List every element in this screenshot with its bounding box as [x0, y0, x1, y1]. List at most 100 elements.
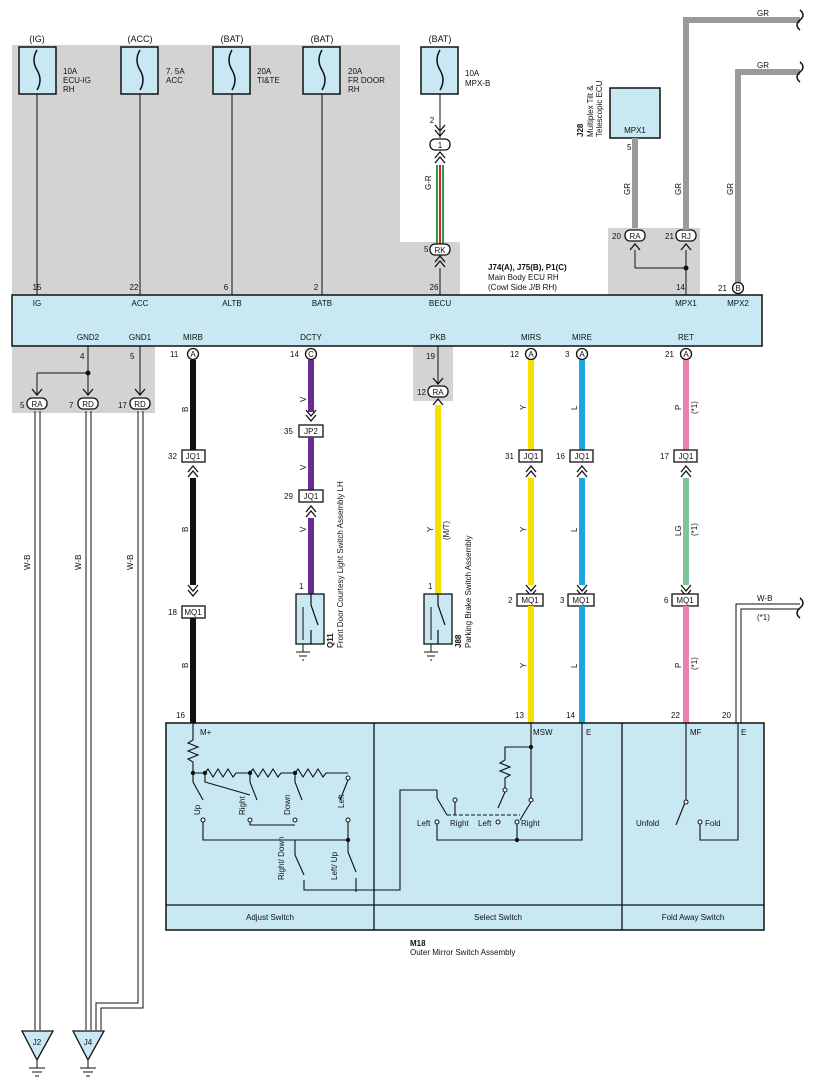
- svg-text:Q11: Q11: [326, 633, 335, 648]
- circuit-e-ground: W-B (*1) 20: [722, 594, 804, 723]
- ecu-name: Main Body ECU RH: [488, 273, 559, 282]
- svg-text:Left: Left: [478, 819, 492, 828]
- svg-text:20: 20: [612, 232, 621, 241]
- svg-text:L: L: [570, 405, 579, 410]
- svg-text:20A: 20A: [348, 67, 363, 76]
- svg-text:Y: Y: [519, 404, 528, 410]
- svg-text:Up: Up: [193, 804, 202, 815]
- ecu-terminal-gnd2: GND2: [77, 333, 100, 342]
- svg-text:26: 26: [430, 283, 439, 292]
- svg-text:29: 29: [284, 492, 293, 501]
- circuit-mirb: 11 A B 32 JQ1 B 18 MQ1 B 16: [168, 347, 206, 723]
- svg-text:2: 2: [314, 283, 319, 292]
- svg-text:RJ: RJ: [681, 232, 691, 241]
- svg-text:JQ1: JQ1: [186, 452, 201, 461]
- svg-text:15: 15: [33, 283, 42, 292]
- svg-text:Front Door Courtesy Light Swit: Front Door Courtesy Light Switch Assembl…: [336, 481, 345, 648]
- svg-text:Left: Left: [417, 819, 431, 828]
- svg-text:3: 3: [565, 350, 570, 359]
- svg-text:Right: Right: [238, 796, 247, 815]
- fuse-area-shading: [12, 45, 460, 295]
- ecu-ids: J74(A), J75(B), P1(C): [488, 263, 567, 272]
- svg-text:MF: MF: [690, 728, 702, 737]
- ecu-terminal-batb: BATB: [312, 299, 332, 308]
- svg-text:14: 14: [290, 350, 299, 359]
- svg-text:RA: RA: [432, 388, 444, 397]
- svg-text:E: E: [586, 728, 591, 737]
- svg-text:1: 1: [428, 582, 433, 591]
- svg-text:Left: Left: [337, 794, 346, 808]
- svg-text:JQ1: JQ1: [575, 452, 590, 461]
- svg-text:10A: 10A: [465, 69, 480, 78]
- svg-text:17: 17: [660, 452, 669, 461]
- ecu-terminal-pkb: PKB: [430, 333, 446, 342]
- ground-point-j2: J2: [20, 1030, 55, 1077]
- svg-text:5: 5: [424, 245, 429, 254]
- circuit-pkb: 19 12 RA Y (M/T) 1 J88 Parking Brake Swi…: [417, 346, 473, 661]
- svg-text:12: 12: [510, 350, 519, 359]
- section-adjust-switch: Adjust Switch: [246, 913, 294, 922]
- svg-text:5: 5: [627, 143, 632, 152]
- svg-text:22: 22: [671, 711, 680, 720]
- svg-text:A: A: [683, 350, 689, 359]
- svg-text:16: 16: [556, 452, 565, 461]
- m18-name: Outer Mirror Switch Assembly: [410, 948, 515, 957]
- svg-text:JQ1: JQ1: [304, 492, 319, 501]
- svg-text:17: 17: [118, 401, 127, 410]
- svg-text:16: 16: [176, 711, 185, 720]
- svg-text:35: 35: [284, 427, 293, 436]
- ecu-terminal-dcty: DCTY: [300, 333, 322, 342]
- svg-text:TI&TE: TI&TE: [257, 76, 280, 85]
- svg-text:W-B: W-B: [126, 555, 135, 570]
- svg-text:JP2: JP2: [304, 427, 318, 436]
- svg-text:ACC: ACC: [166, 76, 183, 85]
- svg-text:V: V: [299, 464, 308, 470]
- svg-text:RA: RA: [31, 400, 43, 409]
- svg-text:RK: RK: [434, 246, 446, 255]
- ecu-terminal-becu: BECU: [429, 299, 451, 308]
- svg-text:7: 7: [69, 401, 74, 410]
- svg-text:Down: Down: [283, 795, 292, 815]
- svg-text:12: 12: [417, 388, 426, 397]
- svg-text:MQ1: MQ1: [676, 596, 694, 605]
- svg-text:RD: RD: [82, 400, 94, 409]
- svg-text:B: B: [181, 407, 190, 412]
- svg-text:(BAT): (BAT): [429, 34, 452, 44]
- svg-text:MQ1: MQ1: [521, 596, 539, 605]
- ecu-terminal-mire: MIRE: [572, 333, 592, 342]
- svg-text:B: B: [735, 284, 740, 293]
- svg-text:RD: RD: [134, 400, 146, 409]
- svg-text:JQ1: JQ1: [524, 452, 539, 461]
- svg-text:GR: GR: [757, 61, 769, 70]
- svg-text:GR: GR: [623, 183, 632, 195]
- svg-text:C: C: [308, 350, 314, 359]
- svg-text:V: V: [299, 396, 308, 402]
- svg-text:G-R: G-R: [424, 175, 433, 190]
- svg-text:Left/ Up: Left/ Up: [330, 851, 339, 880]
- section-fold-away-switch: Fold Away Switch: [662, 913, 725, 922]
- svg-text:Y: Y: [519, 662, 528, 668]
- svg-text:MPX-B: MPX-B: [465, 79, 490, 88]
- svg-text:B: B: [181, 663, 190, 668]
- ecu-terminal-mpx2: MPX2: [727, 299, 749, 308]
- svg-text:13: 13: [515, 711, 524, 720]
- svg-text:Y: Y: [426, 526, 435, 532]
- svg-text:(*1): (*1): [690, 657, 699, 670]
- svg-text:RA: RA: [629, 232, 641, 241]
- svg-text:31: 31: [505, 452, 514, 461]
- svg-text:10A: 10A: [63, 67, 78, 76]
- svg-text:5: 5: [130, 352, 135, 361]
- svg-text:L: L: [570, 663, 579, 668]
- svg-text:Unfold: Unfold: [636, 819, 659, 828]
- svg-text:L: L: [570, 527, 579, 532]
- svg-text:MQ1: MQ1: [184, 608, 202, 617]
- circuit-ret: 21 A P (*1) 17 JQ1 LG (*1) 6 MQ1 P (*1) …: [660, 347, 699, 723]
- ecu-terminal-ig: IG: [33, 299, 41, 308]
- svg-text:Right: Right: [450, 819, 469, 828]
- svg-text:W-B: W-B: [74, 555, 83, 570]
- svg-text:6: 6: [664, 596, 669, 605]
- svg-text:E: E: [741, 728, 746, 737]
- svg-text:20A: 20A: [257, 67, 272, 76]
- svg-text:RH: RH: [348, 85, 360, 94]
- svg-text:M+: M+: [200, 728, 212, 737]
